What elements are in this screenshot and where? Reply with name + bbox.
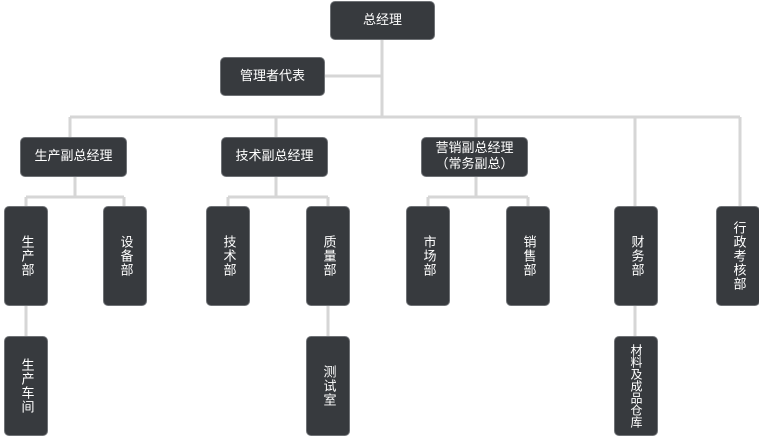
node-dept-technology-label: 技术部: [220, 235, 236, 277]
node-general-manager: 总经理: [331, 2, 434, 39]
node-warehouse-label: 材料及成品仓库: [629, 344, 643, 428]
node-dept-market: 市场部: [407, 207, 449, 305]
node-dept-admin-label: 行政考核部: [730, 221, 746, 291]
node-dept-market-label: 市场部: [420, 235, 436, 277]
node-dept-equipment: 设备部: [104, 207, 146, 305]
node-vp-sales: 营销副总经理 （常务副总）: [422, 138, 527, 176]
node-dept-production: 生产部: [5, 207, 47, 305]
node-general-manager-label: 总经理: [362, 12, 402, 28]
node-management-representative: 管理者代表: [221, 58, 324, 95]
node-dept-equipment-label: 设备部: [117, 235, 133, 277]
node-warehouse: 材料及成品仓库: [615, 337, 657, 435]
node-dept-finance: 财务部: [615, 207, 657, 305]
node-vp-production: 生产副总经理: [21, 138, 126, 176]
node-dept-sales-label: 销售部: [520, 235, 536, 277]
node-vp-sales-label: 营销副总经理 （常务副总）: [435, 141, 514, 172]
node-dept-finance-label: 财务部: [628, 235, 644, 277]
node-dept-sales: 销售部: [507, 207, 549, 305]
node-dept-quality: 质量部: [307, 207, 349, 305]
node-dept-production-label: 生产部: [18, 235, 34, 277]
node-vp-technology: 技术副总经理: [222, 138, 327, 176]
node-dept-admin: 行政考核部: [717, 207, 759, 305]
node-production-workshop: 生产车间: [5, 337, 47, 435]
node-test-lab: 测试室: [307, 337, 349, 435]
node-management-representative-label: 管理者代表: [239, 68, 305, 84]
node-test-lab-label: 测试室: [320, 365, 336, 407]
node-dept-technology: 技术部: [207, 207, 249, 305]
node-vp-technology-label: 技术副总经理: [235, 149, 314, 164]
node-dept-quality-label: 质量部: [320, 235, 336, 277]
node-production-workshop-label: 生产车间: [18, 358, 34, 414]
node-vp-production-label: 生产副总经理: [34, 149, 113, 164]
